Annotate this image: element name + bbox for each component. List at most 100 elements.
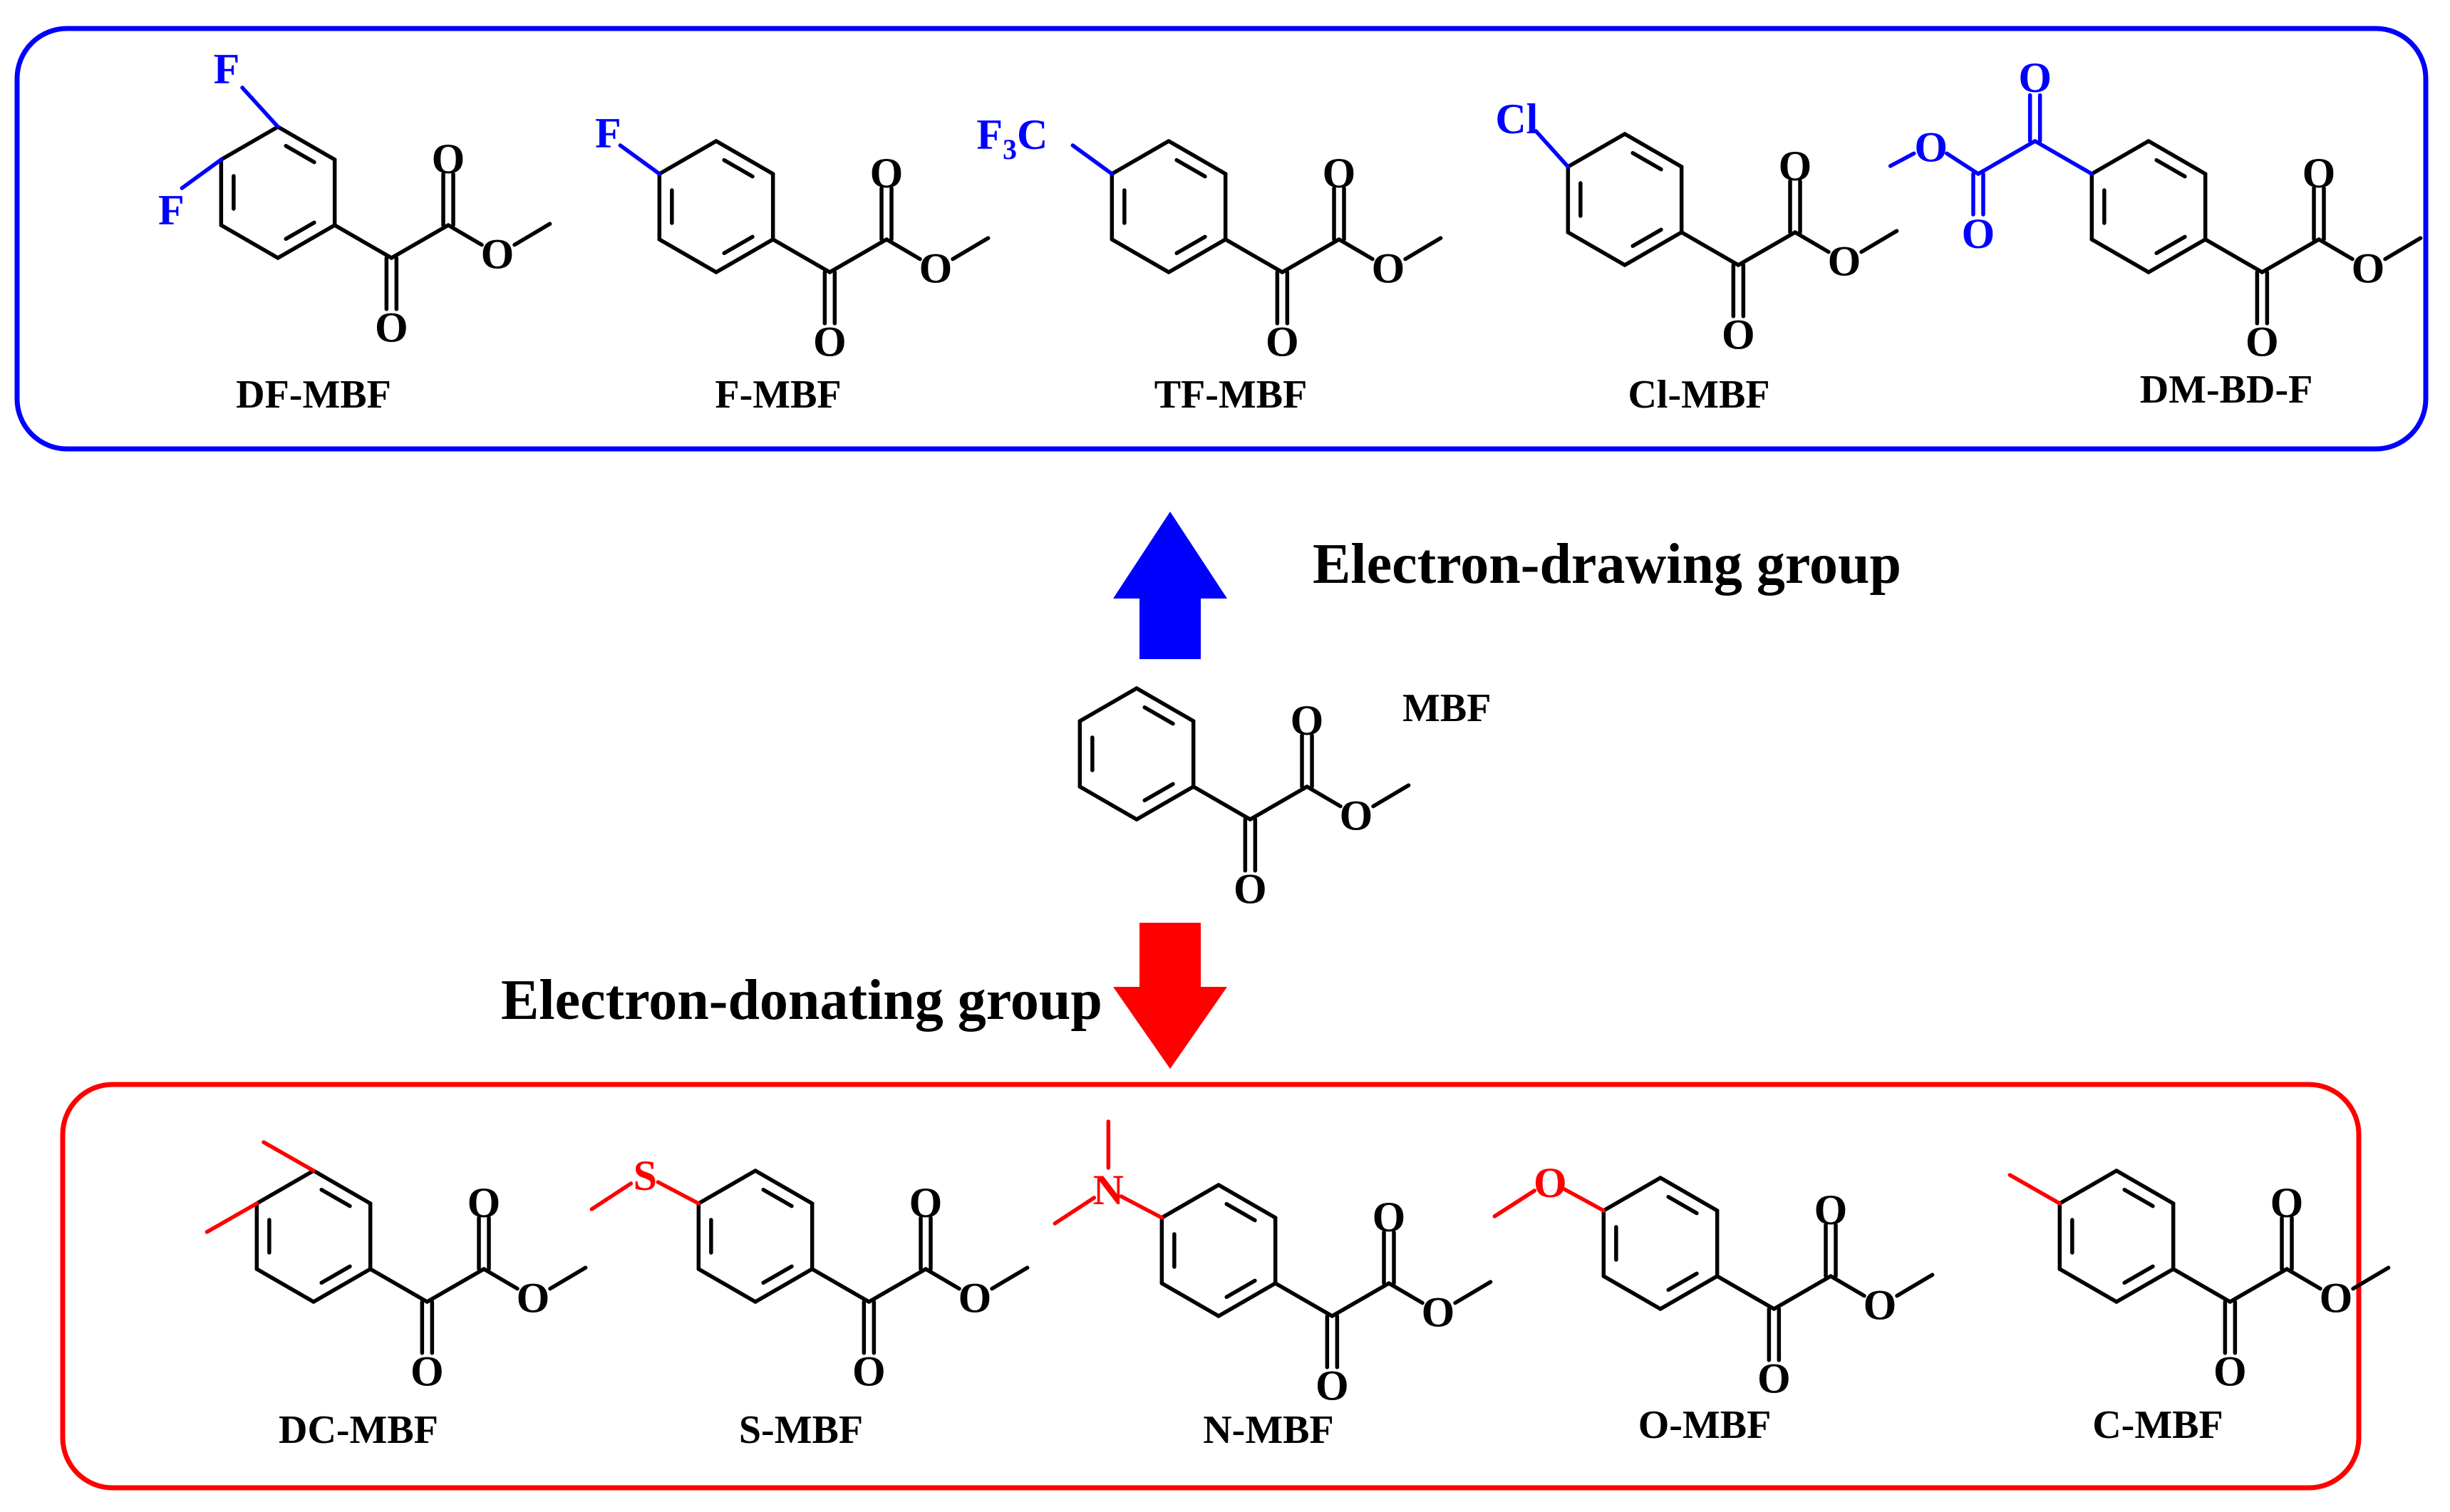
ring-bond: [1134, 785, 1196, 822]
ring-bond: [1134, 686, 1196, 723]
methyl-bond: [262, 1140, 316, 1173]
ring-double-bond: [1174, 157, 1207, 179]
methyl-bond: [990, 1265, 1030, 1291]
molecule-label-dc-mbf: DC-MBF: [279, 1408, 438, 1452]
ring-bond: [1623, 132, 1684, 169]
ring-double-bond: [1630, 150, 1663, 172]
trifluoromethyl-label: F3C: [976, 111, 1048, 165]
bond: [1772, 1274, 1833, 1311]
ester-carbonyl-oxygen: O: [432, 135, 465, 182]
ring-bond: [2146, 237, 2208, 274]
bond: [1305, 785, 1343, 809]
methyl-bond: [1053, 1196, 1097, 1226]
substituent-bond: [1944, 151, 1980, 176]
keto-oxygen: O: [1316, 1362, 1349, 1409]
methyl-bond: [2383, 236, 2423, 262]
ring-bond: [2057, 1267, 2119, 1304]
atom-subscript: 3: [1003, 133, 1017, 165]
bond: [1280, 237, 1341, 274]
bond: [1679, 230, 1741, 267]
methyl-bond: [1895, 1273, 1935, 1298]
bond: [1829, 1274, 1866, 1298]
atom-label: F: [976, 111, 1003, 158]
ester-oxygen: O: [1372, 245, 1405, 292]
ester-carbonyl-oxygen: O: [1779, 143, 1812, 190]
bond: [1715, 1274, 1777, 1311]
ring-bond: [1566, 230, 1627, 267]
ring-bond: [1110, 139, 1171, 176]
ring-bond: [696, 1169, 758, 1206]
substituent-bond: [1119, 1194, 1164, 1220]
bond: [810, 1267, 872, 1304]
ring-bond: [1216, 1281, 1278, 1318]
ester-carbonyl-oxygen: O: [1291, 697, 1324, 744]
ring-bond: [1167, 237, 1228, 274]
bond: [1223, 237, 1285, 274]
substituent-oxygen: O: [1914, 123, 1948, 170]
ring-bond: [219, 125, 280, 162]
substituent-bond: [1070, 143, 1115, 176]
ester-oxygen: O: [1864, 1282, 1897, 1329]
fluorine-atom: F: [158, 187, 185, 234]
molecule-label-o-mbf: O-MBF: [1638, 1403, 1772, 1447]
ester-carbonyl-oxygen: O: [1323, 150, 1356, 197]
ring-double-bond: [1666, 1271, 1699, 1293]
ring-double-bond: [1666, 1194, 1699, 1216]
bond: [482, 1267, 520, 1291]
withdrawing-group-frame: [14, 26, 2429, 452]
ring-bond: [1658, 1274, 1720, 1311]
methyl-bond: [1453, 1280, 1493, 1305]
ring-bond: [1623, 230, 1684, 267]
ester-carbonyl-oxygen: O: [1814, 1186, 1848, 1233]
molecule-label-cl-mbf: Cl-MBF: [1628, 373, 1769, 417]
methyl-bond: [1888, 151, 1916, 168]
ring-bond: [1167, 139, 1228, 176]
keto-oxygen: O: [410, 1348, 444, 1395]
ring-bond: [1110, 237, 1171, 274]
ester-carbonyl-oxygen: O: [870, 150, 904, 197]
ring-double-bond: [319, 1187, 352, 1208]
methyl-bond: [1492, 1189, 1537, 1218]
keto-oxygen: O: [2245, 319, 2279, 366]
ring-bond: [714, 237, 775, 274]
sulfur-atom: S: [634, 1152, 657, 1199]
bond: [2228, 1267, 2289, 1304]
down-arrow: [1113, 923, 1227, 1069]
ester-oxygen: O: [1340, 792, 1373, 839]
substituent-bond: [618, 143, 662, 176]
bond: [867, 1267, 928, 1304]
nitrogen-atom: N: [1093, 1166, 1124, 1213]
bond: [1793, 230, 1831, 254]
keto-oxygen: O: [1234, 866, 1267, 913]
methyl-bond: [951, 236, 991, 262]
ester-oxygen: O: [958, 1275, 992, 1322]
ring-double-bond: [2154, 157, 2187, 179]
bond: [1248, 785, 1309, 822]
bond: [1273, 1281, 1335, 1318]
substituent-bond: [2032, 139, 2094, 176]
bond: [1330, 1281, 1391, 1318]
down-arrow-label: Electron-donating group: [501, 969, 1102, 1032]
bond: [425, 1267, 486, 1304]
keto-oxygen: O: [852, 1348, 886, 1395]
molecule-layer: OOOFFOOOFOOOF3COOOClOOOOOOOOOOOOOOOSOOON…: [158, 46, 2423, 1409]
molecule-label-df-mbf: DF-MBF: [236, 373, 391, 417]
ring-double-bond: [319, 1264, 352, 1285]
substituent-oxygen: O: [1962, 210, 1995, 257]
parent-label: MBF: [1402, 686, 1491, 730]
ring-bond: [696, 1267, 758, 1304]
methyl-bond: [205, 1201, 259, 1234]
ring-double-bond: [2122, 1187, 2155, 1208]
molecule-label-tf-mbf: TF-MBF: [1154, 373, 1308, 417]
ring-bond: [1077, 785, 1139, 822]
substituent-bond: [1976, 139, 2037, 176]
ring-double-bond: [722, 157, 755, 179]
ring-bond: [2114, 1169, 2176, 1206]
ring-bond: [254, 1267, 316, 1304]
